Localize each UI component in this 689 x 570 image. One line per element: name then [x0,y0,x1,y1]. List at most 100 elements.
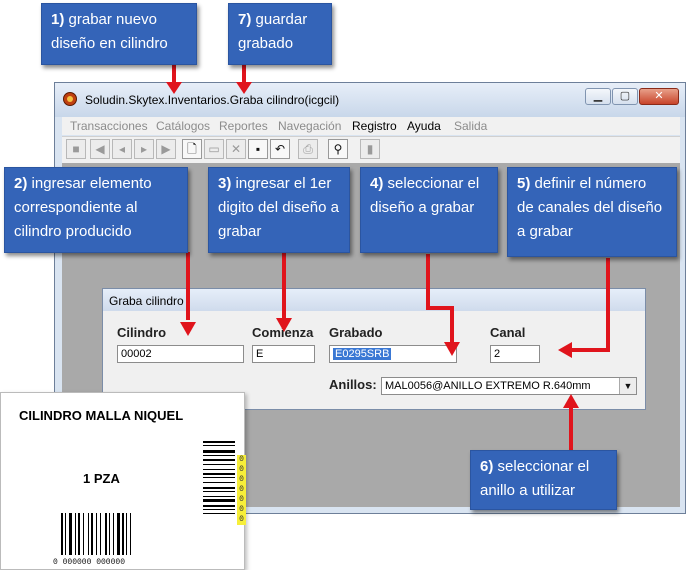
callout-3: 3) ingresar el 1er digito del diseño a g… [208,167,350,253]
grabado-selected-value: E0295SRB [333,348,392,360]
callout-2: 2) ingresar elemento correspondiente al … [4,167,188,253]
cilindro-label: Cilindro [117,325,167,340]
save-icon[interactable]: ▪ [248,139,268,159]
menu-bar: Transacciones Catálogos Reportes Navegac… [62,117,680,135]
vertical-barcode [203,441,235,533]
barcode-bar [203,513,235,515]
window-title: Soludin.Skytex.Inventarios.Graba cilindr… [85,93,340,107]
chevron-down-icon[interactable]: ▼ [619,378,636,394]
print-icon[interactable]: ⎙ [298,139,318,159]
arrow-2-head [180,322,196,336]
exit-icon[interactable]: ▮ [360,139,380,159]
callout-7: 7) guardar grabado [228,3,332,65]
stop-icon[interactable]: ■ [66,139,86,159]
graba-cilindro-form: Graba cilindro Cilindro 00002 Comienza E… [102,288,646,410]
barcode-bar [83,513,84,555]
menu-salida[interactable]: Salida [454,119,488,133]
barcode-bar [203,472,235,475]
callout-6-text: seleccionar el anillo a utilizar [480,458,590,499]
barcode-bar [203,504,235,507]
arrow-2-shaft [186,252,190,320]
barcode-bar [109,513,111,555]
anillos-label: Anillos: [329,377,377,392]
callout-5: 5) definir el número de canales del dise… [507,167,677,257]
open-icon[interactable]: ▭ [204,139,224,159]
minimize-button[interactable]: ▁ [585,88,611,105]
barcode-bar [61,513,63,555]
delete-icon[interactable]: ✕ [226,139,246,159]
barcode-bar [95,513,97,555]
arrow-4-shaft-c [450,306,454,342]
menu-catalogos[interactable]: Catálogos [156,119,211,133]
maximize-button[interactable]: ▢ [612,88,638,105]
grabado-select[interactable]: E0295SRB [329,345,457,363]
menu-registro[interactable]: Registro [352,119,397,133]
barcode-bar [203,441,235,443]
menu-ayuda[interactable]: Ayuda [407,119,441,133]
barcode-bar [203,458,235,461]
previous-icon[interactable]: ◂ [112,139,132,159]
menu-navegacion[interactable]: Navegación [278,119,342,133]
callout-5-text: definir el número de canales del diseño … [517,175,663,240]
barcode-bar [203,509,235,510]
barcode-bar [203,491,235,493]
cylinder-label: CILINDRO MALLA NIQUEL 1 PZA 0000000 0 00… [0,392,246,570]
barcode-bar [203,464,235,465]
title-bar: Soludin.Skytex.Inventarios.Graba cilindr… [55,83,685,117]
callout-7-text: guardar grabado [238,11,308,52]
canal-label: Canal [490,325,526,340]
menu-reportes[interactable]: Reportes [219,119,268,133]
arrow-5-shaft-a [606,258,610,352]
menu-transacciones[interactable]: Transacciones [70,119,148,133]
last-icon[interactable]: ▶ [156,139,176,159]
arrow-5-shaft-b [572,348,610,352]
undo-icon[interactable]: ↶ [270,139,290,159]
barcode-bar [121,513,124,555]
barcode-bar [74,513,76,555]
new-icon[interactable]: 🗋 [182,139,202,159]
barcode-bar [91,513,94,555]
barcode-bar [203,481,235,483]
barcode-bar [88,513,90,555]
next-icon[interactable]: ▸ [134,139,154,159]
barcode-bar [113,513,115,555]
close-button[interactable]: ✕ [639,88,679,105]
find-icon[interactable]: ⚲ [328,139,348,159]
arrow-5-head [558,342,572,358]
arrow-6-shaft [569,408,573,450]
barcode-bar [203,495,235,497]
barcode-bar [77,513,80,555]
form-title: Graba cilindro [109,294,184,308]
arrow-1-head [166,82,182,94]
first-icon[interactable]: ◀ [90,139,110,159]
grabado-label: Grabado [329,325,383,340]
barcode-bar [130,513,132,555]
barcode-number: 0 000000 000000 [53,558,126,567]
callout-1-text: grabar nuevo diseño en cilindro [51,11,168,52]
barcode-bar [203,499,235,503]
barcode-bar [65,513,67,555]
barcode-bar [203,455,235,457]
cilindro-input[interactable]: 00002 [117,345,244,363]
canal-input[interactable]: 2 [490,345,540,363]
callout-2-number: 2) [14,175,28,192]
arrow-4-head [444,342,460,356]
callout-1: 1) grabar nuevo diseño en cilindro [41,3,197,65]
arrow-7-shaft [242,65,246,83]
anillos-selected-value: MAL0056@ANILLO EXTREMO R.640mm [385,380,591,392]
side-code: 0000000 [237,455,246,525]
barcode-bar [203,477,235,479]
barcode-bar [203,487,235,489]
horizontal-barcode [61,513,151,555]
arrow-3-head [276,318,292,332]
callout-4: 4) seleccionar el diseño a grabar [360,167,498,253]
callout-5-number: 5) [517,175,531,192]
form-title-bar: Graba cilindro [103,289,645,311]
arrow-4-shaft-a [426,254,430,310]
barcode-bar [69,513,73,555]
anillos-select[interactable]: MAL0056@ANILLO EXTREMO R.640mm ▼ [381,377,637,395]
arrow-6-head [563,394,579,408]
barcode-bar [203,445,235,447]
callout-1-number: 1) [51,11,65,28]
comienza-input[interactable]: E [252,345,315,363]
